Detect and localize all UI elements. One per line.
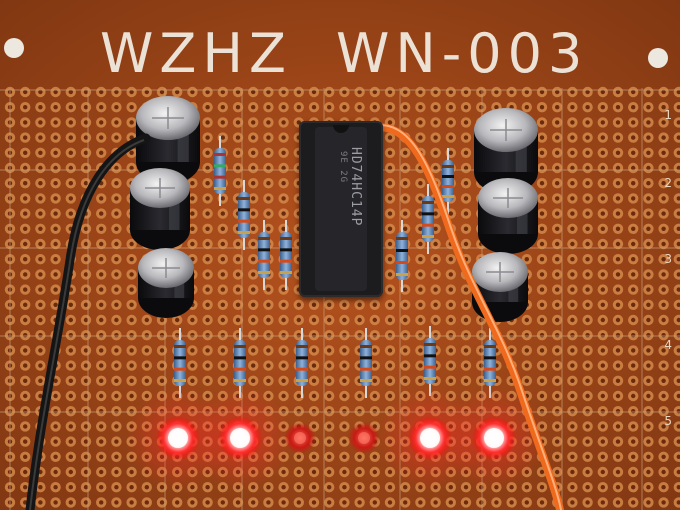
- black-wire: [25, 133, 151, 510]
- ic-body: HD74HC14P 9E 2G: [315, 125, 367, 291]
- ic-notch: [333, 125, 349, 133]
- led-6: [442, 386, 546, 490]
- resistor-r6: [422, 184, 434, 254]
- board-marking-right: WN-003: [336, 22, 589, 85]
- edge-mark-1: 1: [664, 108, 672, 122]
- led-4: [348, 422, 380, 454]
- edge-mark-2: 2: [664, 176, 672, 190]
- resistor-r10: [296, 328, 308, 398]
- resistor-r1: [214, 136, 226, 206]
- resistor-r2: [238, 180, 250, 250]
- board-marking-left: WZHZ: [100, 22, 292, 85]
- ic-chip: HD74HC14P 9E 2G: [299, 121, 383, 297]
- black-wire-highlight: [29, 139, 145, 510]
- capacitor-mid-right: [478, 178, 538, 254]
- capacitor-mid-left: [130, 168, 190, 250]
- led-3: [284, 422, 316, 454]
- ic-date-code: 9E 2G: [338, 151, 348, 184]
- led-2: [188, 386, 292, 490]
- ic-part-number: HD74HC14P: [348, 147, 363, 227]
- resistor-r12: [424, 326, 436, 396]
- capacitor-low-left: [138, 248, 194, 318]
- resistor-r3: [258, 220, 270, 290]
- orange-wire-highlight: [372, 124, 562, 510]
- resistor-r11: [360, 328, 372, 398]
- edge-mark-3: 3: [664, 252, 672, 266]
- edge-mark-4: 4: [664, 338, 672, 352]
- resistor-r7: [396, 220, 408, 292]
- orange-wire: [368, 123, 564, 510]
- resistor-r5: [442, 148, 454, 214]
- resistor-r4: [280, 220, 292, 290]
- ic-marking: HD74HC14P 9E 2G: [319, 147, 363, 287]
- edge-mark-5: 5: [664, 414, 672, 428]
